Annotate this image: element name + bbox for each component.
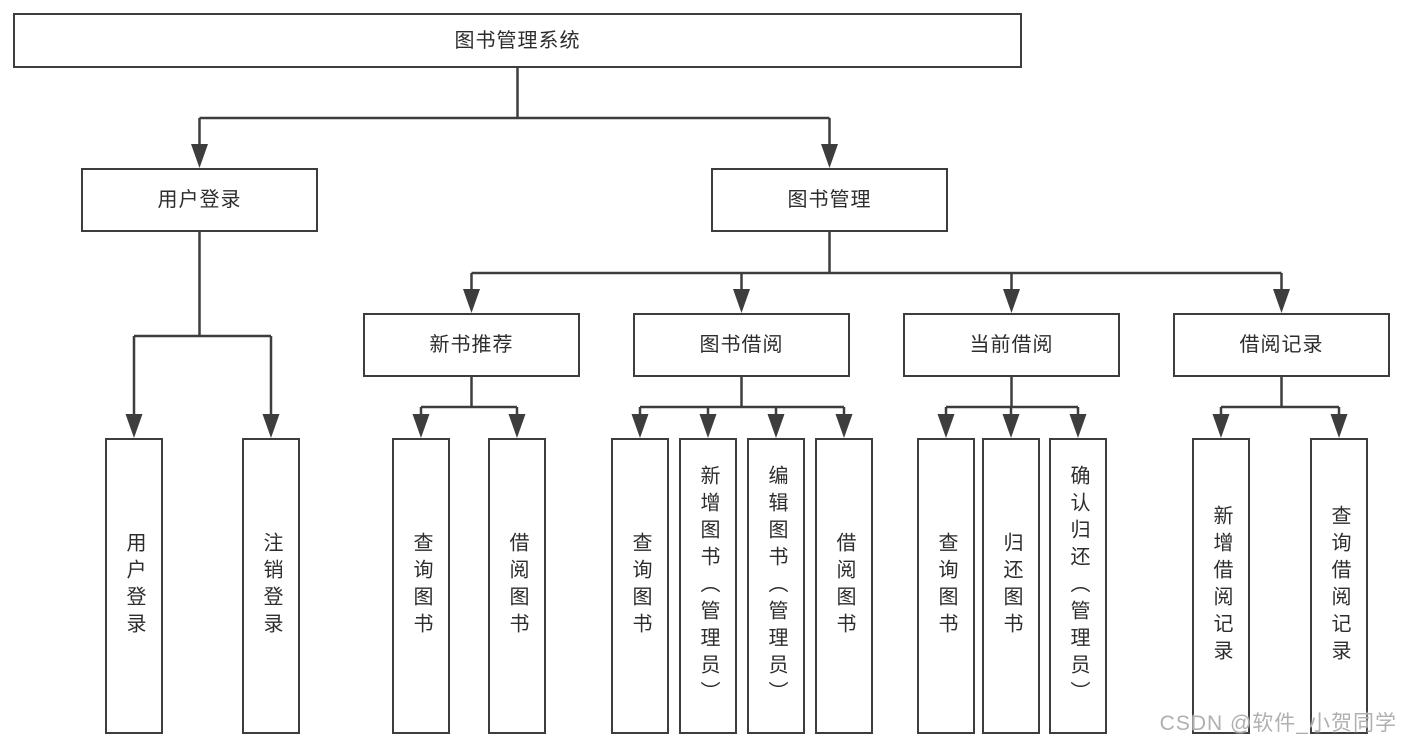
node-book-management-system: 图书管理系统 xyxy=(13,13,1022,68)
leaf-query-books: 查询图书 xyxy=(611,438,669,734)
node-label: 用户登录 xyxy=(123,532,145,640)
arrowhead-icon xyxy=(191,144,208,168)
arrowhead-icon xyxy=(1002,414,1020,438)
leaf-logout: 注销登录 xyxy=(242,438,300,734)
node-borrow-records: 借阅记录 xyxy=(1173,313,1390,377)
arrowhead-icon xyxy=(1212,414,1230,438)
node-label: 借阅图书 xyxy=(506,532,528,640)
arrowhead-icon xyxy=(1330,414,1348,438)
leaf-query-books: 查询图书 xyxy=(917,438,975,734)
node-label: 图书管理系统 xyxy=(454,29,581,52)
node-book-borrow: 图书借阅 xyxy=(633,313,850,377)
leaf-borrow-books: 借阅图书 xyxy=(488,438,546,734)
node-new-book-recommend: 新书推荐 xyxy=(363,313,580,377)
node-label: 用户登录 xyxy=(157,189,242,211)
node-label: 查询图书 xyxy=(410,532,432,640)
node-label: 查询图书 xyxy=(629,532,651,640)
leaf-confirm-return-admin: 确认归还（管理员） xyxy=(1049,438,1107,734)
node-label: 新书推荐 xyxy=(429,334,514,356)
arrowhead-icon xyxy=(631,414,649,438)
node-label: 编辑图书（管理员） xyxy=(765,464,787,708)
leaf-borrow-books: 借阅图书 xyxy=(815,438,873,734)
csdn-watermark: CSDN @软件_小贺同学 xyxy=(1159,712,1397,735)
node-label: 查询图书 xyxy=(935,532,957,640)
arrowhead-icon xyxy=(835,414,853,438)
leaf-edit-books-admin: 编辑图书（管理员） xyxy=(747,438,805,734)
arrowhead-icon xyxy=(125,414,143,438)
node-label: 新增借阅记录 xyxy=(1210,505,1232,667)
arrowhead-icon xyxy=(733,289,750,313)
node-label: 借阅记录 xyxy=(1239,334,1324,356)
node-label: 注销登录 xyxy=(260,532,282,640)
arrowhead-icon xyxy=(1069,414,1087,438)
arrowhead-icon xyxy=(699,414,717,438)
arrowhead-icon xyxy=(508,414,526,438)
leaf-query-books: 查询图书 xyxy=(392,438,450,734)
arrowhead-icon xyxy=(412,414,430,438)
leaf-query-borrow-record: 查询借阅记录 xyxy=(1310,438,1368,734)
node-label: 当前借阅 xyxy=(969,334,1054,356)
node-label: 新增图书（管理员） xyxy=(697,464,719,708)
leaf-add-books-admin: 新增图书（管理员） xyxy=(679,438,737,734)
node-label: 归还图书 xyxy=(1000,532,1022,640)
node-label: 确认归还（管理员） xyxy=(1067,464,1089,708)
leaf-user-login: 用户登录 xyxy=(105,438,163,734)
node-label: 借阅图书 xyxy=(833,532,855,640)
arrowhead-icon xyxy=(262,414,280,438)
arrowhead-icon xyxy=(1003,289,1020,313)
arrowhead-icon xyxy=(937,414,955,438)
arrowhead-icon xyxy=(821,144,838,168)
leaf-return-books: 归还图书 xyxy=(982,438,1040,734)
node-label: 查询借阅记录 xyxy=(1328,505,1350,667)
arrowhead-icon xyxy=(463,289,480,313)
node-label: 图书管理 xyxy=(787,189,872,211)
node-book-management: 图书管理 xyxy=(711,168,948,232)
arrowhead-icon xyxy=(767,414,785,438)
leaf-add-borrow-record: 新增借阅记录 xyxy=(1192,438,1250,734)
node-user-login: 用户登录 xyxy=(81,168,318,232)
node-label: 图书借阅 xyxy=(699,334,784,356)
arrowhead-icon xyxy=(1273,289,1290,313)
node-current-borrow: 当前借阅 xyxy=(903,313,1120,377)
